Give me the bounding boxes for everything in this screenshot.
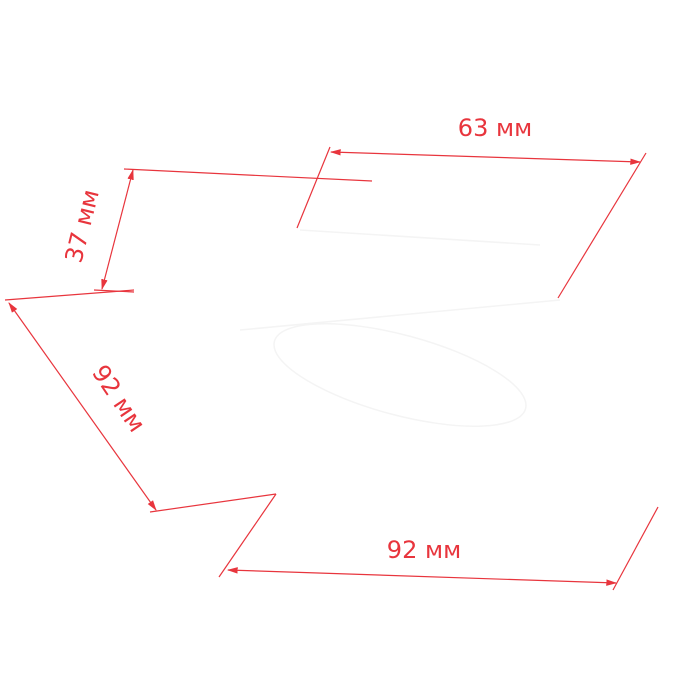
dimension-label-depth: 63 мм [458,114,532,142]
dimension-label-width-bottom: 92 мм [387,536,461,564]
dimension-height: 37 мм [60,168,373,293]
extension-line-left-bottom [149,493,277,513]
dimension-depth-top: 63 мм [296,114,647,299]
extension-line-top-left [296,146,331,229]
extension-line-bottom-left [218,493,277,578]
dimension-line-height [101,168,134,291]
extension-line-bottom-right [612,506,659,591]
dimension-line-top [329,149,642,165]
dimension-line-left [8,302,157,511]
object-outline [239,229,561,427]
extension-line-left-top [4,289,135,301]
extension-line-top-right [557,152,647,299]
dimension-width-bottom: 92 мм [218,493,659,591]
dimension-width-left: 92 мм [4,289,277,513]
dimension-line-bottom [226,567,618,586]
dimension-label-height: 37 мм [60,187,105,266]
extension-line-height-top [123,168,373,182]
